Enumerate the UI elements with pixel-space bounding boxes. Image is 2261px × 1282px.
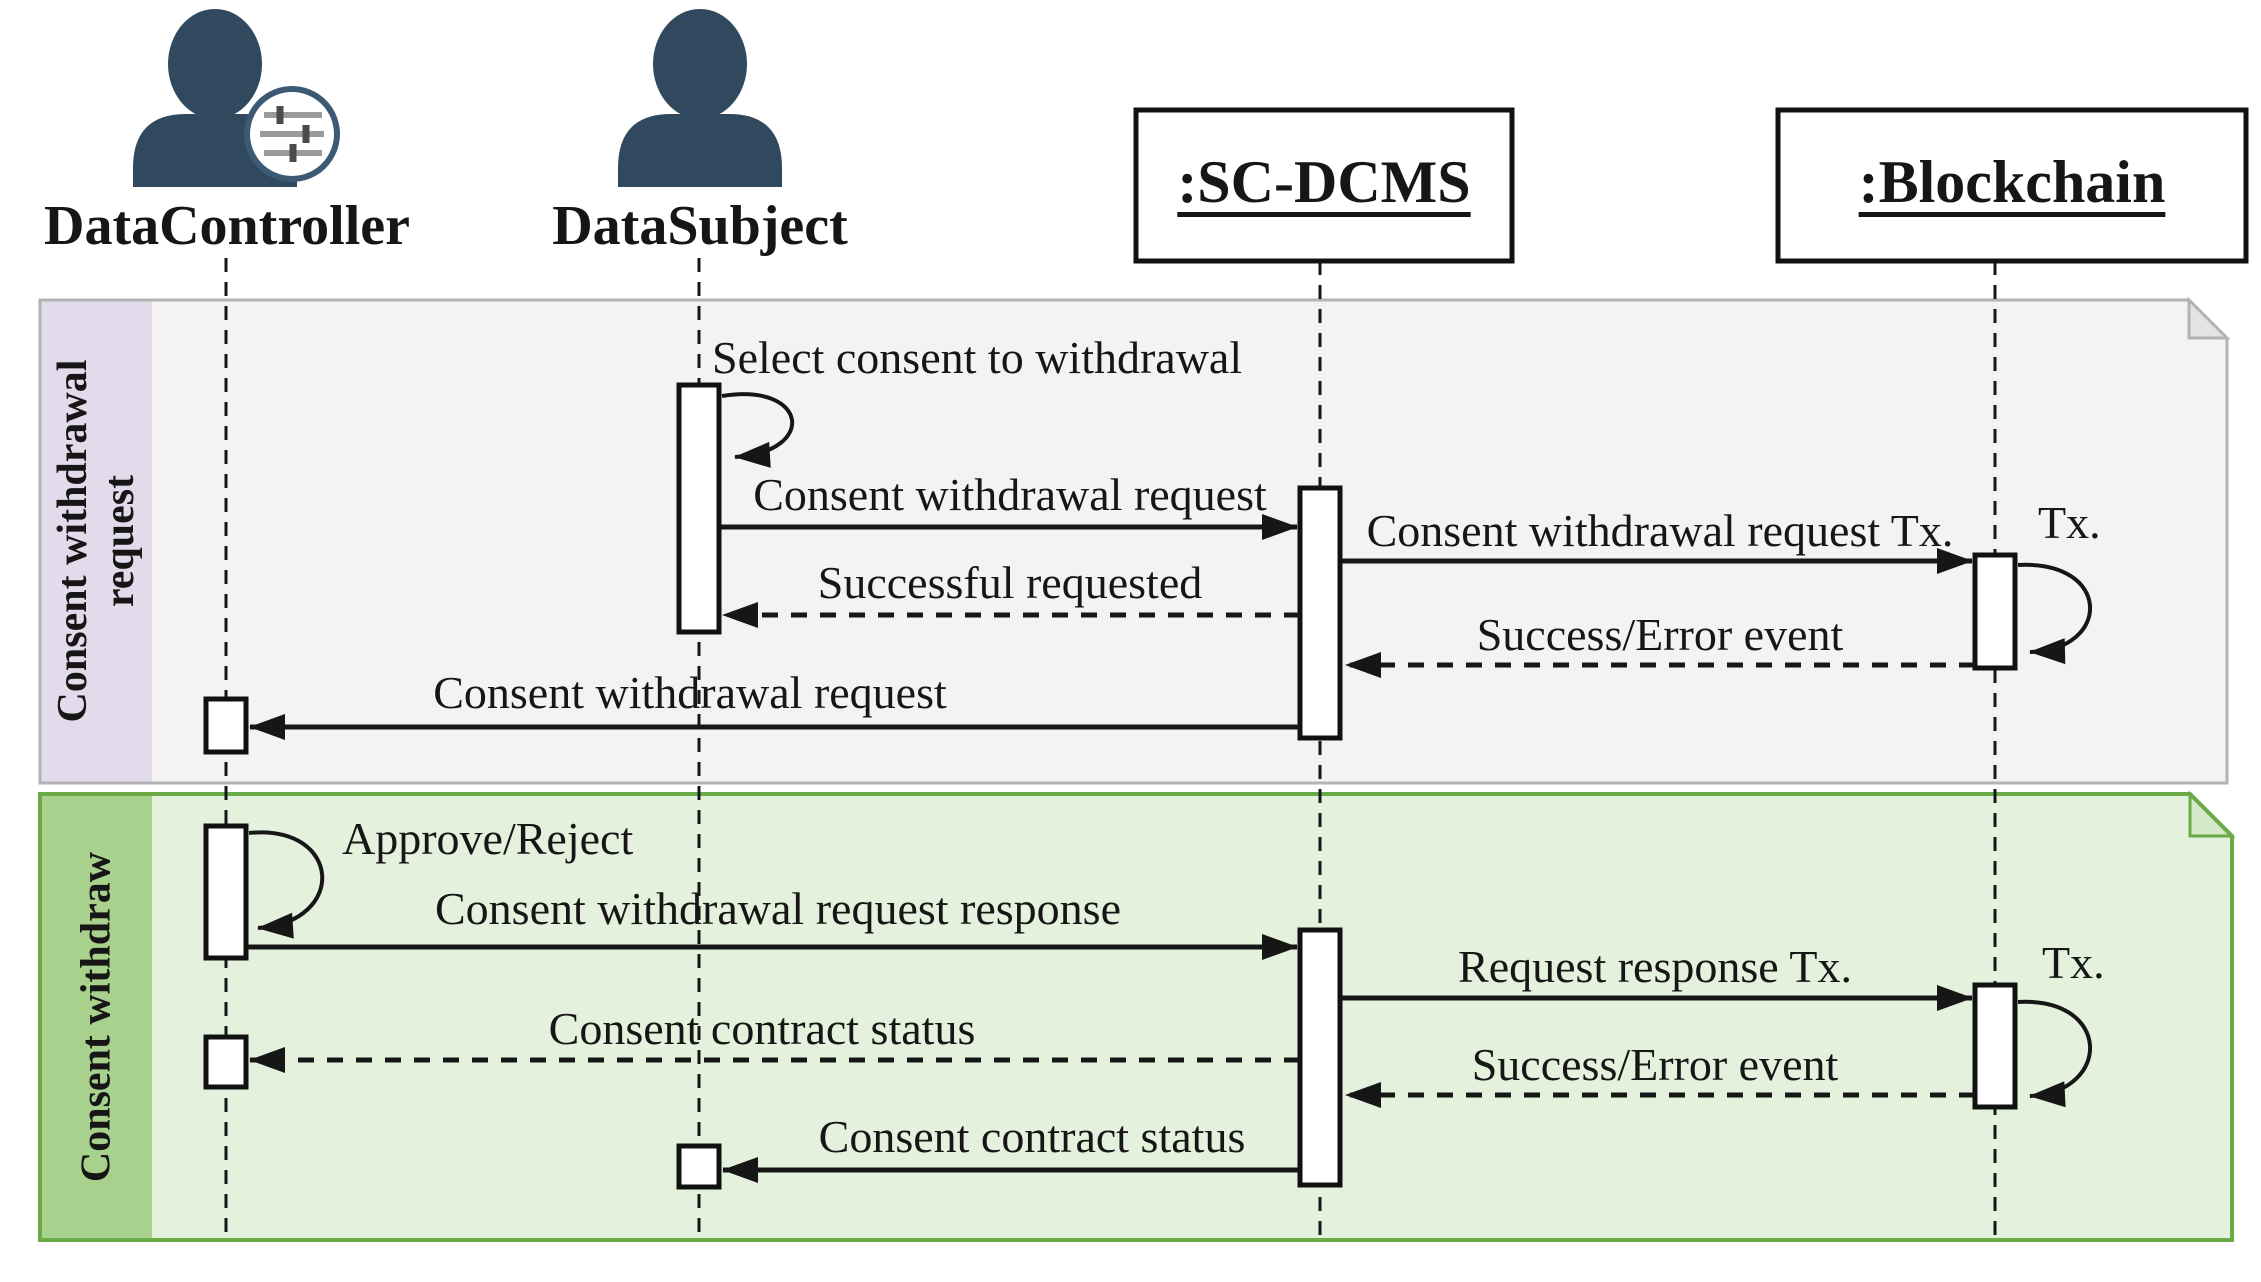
scdcms-box bbox=[1133, 107, 1515, 264]
activation-datacontroller-f2 bbox=[203, 823, 249, 961]
msg-successful-requested: Successful requested bbox=[817, 557, 1203, 608]
self-loop-approve-reject bbox=[248, 830, 325, 939]
blockchain-box bbox=[1775, 107, 2249, 264]
activation-blockchain-f1 bbox=[1972, 552, 2018, 671]
activation-scdcms-f2 bbox=[1297, 927, 1343, 1188]
datasubject-label: DataSubject bbox=[552, 195, 848, 257]
msg-tx-f1: Tx. bbox=[2038, 497, 2101, 548]
msg-approve-reject: Approve/Reject bbox=[342, 813, 634, 864]
self-loop-select-consent bbox=[721, 392, 794, 468]
datacontroller-actor-icon bbox=[133, 9, 340, 187]
self-loop-tx-f2 bbox=[2017, 999, 2093, 1108]
frame1-body bbox=[40, 300, 2227, 783]
msg-consent-withdrawal-request: Consent withdrawal request bbox=[753, 469, 1267, 520]
frame1-label-band bbox=[40, 300, 152, 783]
msg-contract-status-subject: Consent contract status bbox=[818, 1111, 1246, 1162]
msg-request-to-controller: Consent withdrawal request bbox=[433, 667, 947, 718]
msg-select-consent: Select consent to withdrawal bbox=[712, 332, 1243, 383]
msg-consent-withdrawal-request-tx: Consent withdrawal request Tx. bbox=[1366, 505, 1954, 556]
msg-request-response-tx: Request response Tx. bbox=[1458, 941, 1852, 992]
msg-contract-status-controller: Consent contract status bbox=[548, 1003, 976, 1054]
frame1-border bbox=[38, 298, 2229, 785]
msg-request-response: Consent withdrawal request response bbox=[434, 883, 1122, 934]
self-loop-tx-f1 bbox=[2017, 562, 2093, 665]
activation-datacontroller-f1 bbox=[203, 696, 249, 755]
scdcms-label: :SC-DCMS bbox=[1177, 148, 1471, 215]
activation-datasubject-f1 bbox=[676, 382, 722, 635]
blockchain-label: :Blockchain bbox=[1858, 148, 2166, 215]
msg-tx-f2: Tx. bbox=[2042, 937, 2105, 988]
activation-blockchain-f2 bbox=[1972, 982, 2018, 1110]
datasubject-actor-icon bbox=[618, 9, 782, 187]
activation-scdcms-f1 bbox=[1297, 485, 1343, 741]
frame1-title: Consent withdrawal request bbox=[49, 359, 143, 723]
frame2-title: Consent withdraw bbox=[73, 851, 120, 1183]
activation-datasubject-f2-status bbox=[676, 1143, 722, 1190]
datacontroller-label: DataController bbox=[44, 195, 410, 257]
frame2-label-band bbox=[40, 794, 152, 1240]
msg-success-error-f2: Success/Error event bbox=[1471, 1039, 1839, 1090]
frame2-border bbox=[38, 792, 2234, 1242]
activation-datacontroller-f2-status bbox=[203, 1034, 249, 1090]
frame2-body bbox=[40, 794, 2232, 1240]
msg-success-error-f1: Success/Error event bbox=[1476, 609, 1844, 660]
